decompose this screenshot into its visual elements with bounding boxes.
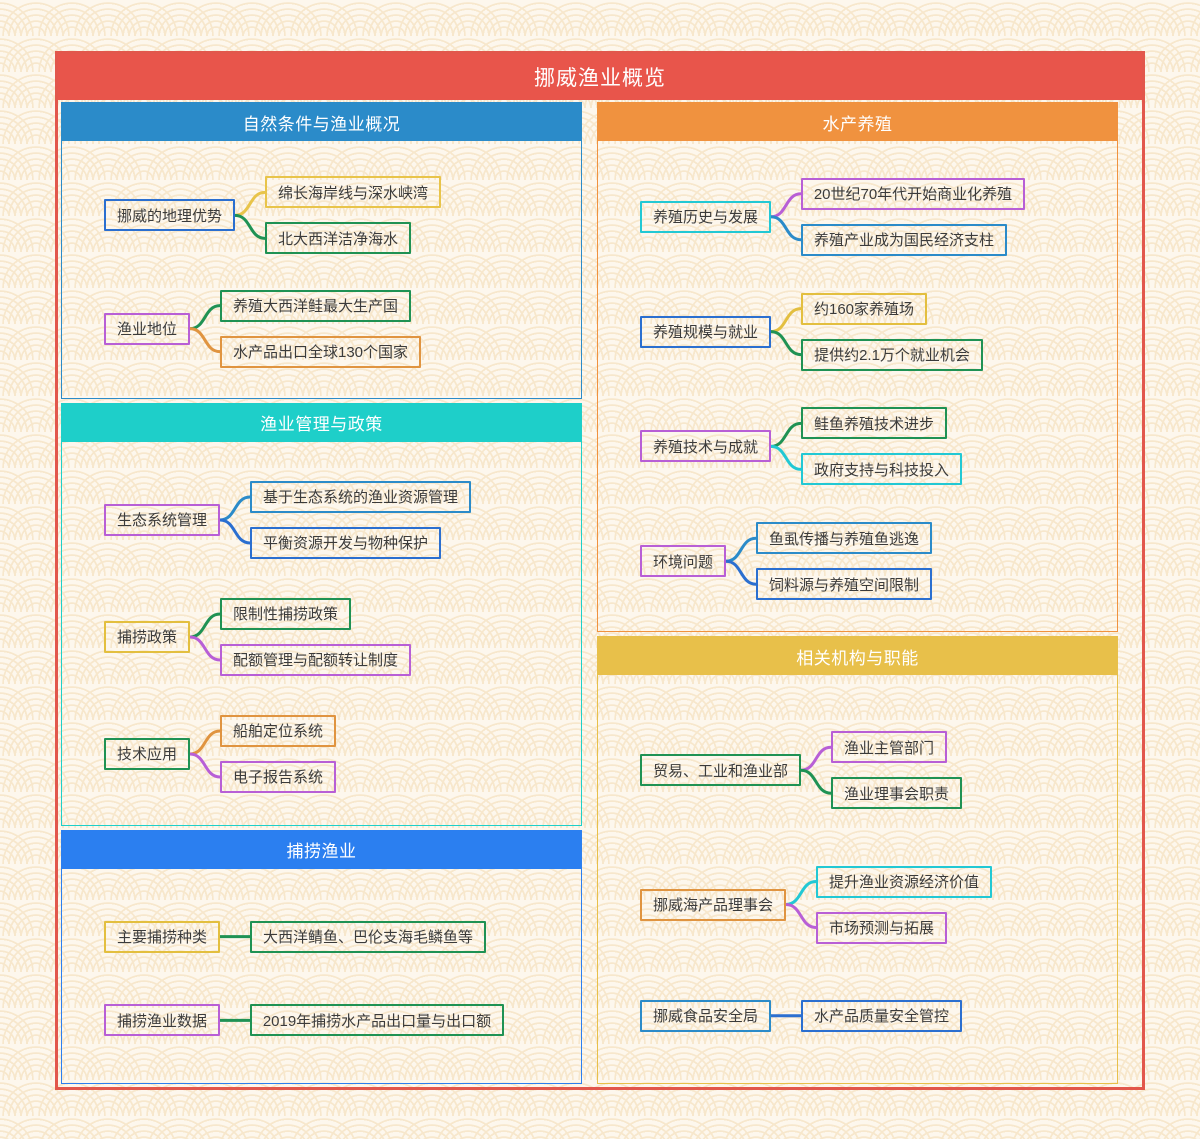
- connector-line: [188, 612, 222, 639]
- detail-node[interactable]: 鲑鱼养殖技术进步: [801, 407, 947, 440]
- section-institutions: 相关机构与职能贸易、工业和渔业部渔业主管部门渔业理事会职责挪威海产品理事会提升渔…: [597, 636, 1118, 1084]
- connector-line: [188, 752, 222, 779]
- section-body-capture-fishery: 主要捕捞种类大西洋鲭鱼、巴伦支海毛鳞鱼等捕捞渔业数据 2019年捕捞水产品出口量与…: [62, 869, 581, 1083]
- connector-line: [784, 903, 818, 930]
- left-column: 自然条件与渔业概况挪威的地理优势绵长海岸线与深水峡湾北大西洋洁净海水渔业地位养殖…: [58, 100, 585, 1087]
- connector-line: [233, 213, 267, 240]
- detail-node[interactable]: 政府支持与科技投入: [801, 453, 962, 486]
- section-natural-conditions: 自然条件与渔业概况挪威的地理优势绵长海岸线与深水峡湾北大西洋洁净海水渔业地位养殖…: [61, 102, 582, 399]
- connector-line: [769, 421, 803, 448]
- connector-lines: [218, 935, 252, 1022]
- detail-node[interactable]: 20世纪70年代开始商业化养殖: [801, 177, 1025, 210]
- detail-node[interactable]: 鱼虱传播与养殖鱼逃逸: [756, 522, 932, 555]
- detail-node[interactable]: 水产品出口全球130个国家: [220, 335, 421, 368]
- topic-node[interactable]: 生态系统管理: [104, 503, 220, 536]
- detail-node[interactable]: 电子报告系统: [220, 760, 336, 793]
- topic-node[interactable]: 挪威食品安全局: [640, 999, 771, 1032]
- connector-line: [724, 536, 758, 563]
- topic-node[interactable]: 养殖技术与成就: [640, 430, 771, 463]
- topic-node[interactable]: 贸易、工业和渔业部: [640, 754, 801, 787]
- detail-node[interactable]: 渔业主管部门: [831, 731, 947, 764]
- detail-node[interactable]: 养殖大西洋鲑最大生产国: [220, 289, 411, 322]
- section-header-natural-conditions: 自然条件与渔业概况: [62, 103, 581, 141]
- topic-node[interactable]: 挪威海产品理事会: [640, 888, 786, 921]
- topic-node[interactable]: 捕捞政策: [104, 620, 190, 653]
- connector-line: [799, 745, 833, 772]
- detail-node[interactable]: 大西洋鲭鱼、巴伦支海毛鳞鱼等: [250, 920, 486, 953]
- detail-node[interactable]: 配额管理与配额转让制度: [220, 643, 411, 676]
- topic-node[interactable]: 捕捞渔业数据: [104, 1004, 220, 1037]
- topic-node[interactable]: 挪威的地理优势: [104, 199, 235, 232]
- detail-node[interactable]: 饲料源与养殖空间限制: [756, 568, 932, 601]
- section-header-capture-fishery: 捕捞渔业: [62, 830, 581, 869]
- section-body-fishery-management: 生态系统管理基于生态系统的渔业资源管理平衡资源开发与物种保护捕捞政策限制性捕捞政…: [62, 442, 581, 825]
- topic-node[interactable]: 养殖历史与发展: [640, 200, 771, 233]
- detail-node[interactable]: 北大西洋洁净海水: [265, 222, 411, 255]
- connector-line: [784, 880, 818, 907]
- detail-node[interactable]: 提供约2.1万个就业机会: [801, 338, 983, 371]
- connector-line: [218, 495, 252, 522]
- connector-line: [799, 768, 833, 795]
- section-capture-fishery: 捕捞渔业主要捕捞种类大西洋鲭鱼、巴伦支海毛鳞鱼等捕捞渔业数据 2019年捕捞水产品…: [61, 829, 582, 1085]
- detail-node[interactable]: 水产品质量安全管控: [801, 999, 962, 1032]
- mindmap-columns: 自然条件与渔业概况挪威的地理优势绵长海岸线与深水峡湾北大西洋洁净海水渔业地位养殖…: [58, 100, 1142, 1087]
- detail-node[interactable]: 平衡资源开发与物种保护: [250, 526, 441, 559]
- detail-node[interactable]: 养殖产业成为国民经济支柱: [801, 223, 1007, 256]
- section-body-natural-conditions: 挪威的地理优势绵长海岸线与深水峡湾北大西洋洁净海水渔业地位养殖大西洋鲑最大生产国…: [62, 141, 581, 398]
- topic-node[interactable]: 环境问题: [640, 545, 726, 578]
- connector-line: [188, 729, 222, 756]
- connector-line: [724, 559, 758, 586]
- detail-node[interactable]: 2019年捕捞水产品出口量与出口额: [250, 1004, 504, 1037]
- connector-line: [769, 215, 803, 242]
- detail-node[interactable]: 船舶定位系统: [220, 714, 336, 747]
- section-fishery-management: 渔业管理与政策生态系统管理基于生态系统的渔业资源管理平衡资源开发与物种保护捕捞政…: [61, 402, 582, 826]
- detail-node[interactable]: 绵长海岸线与深水峡湾: [265, 176, 441, 209]
- section-body-aquaculture: 养殖历史与发展 20世纪70年代开始商业化养殖养殖产业成为国民经济支柱养殖规模与就…: [598, 141, 1117, 631]
- connector-line: [188, 327, 222, 354]
- detail-node[interactable]: 约160家养殖场: [801, 292, 927, 325]
- connector-line: [218, 518, 252, 545]
- connector-line: [769, 192, 803, 219]
- section-header-institutions: 相关机构与职能: [598, 637, 1117, 676]
- connector-line: [769, 330, 803, 357]
- detail-node[interactable]: 限制性捕捞政策: [220, 597, 351, 630]
- topic-node[interactable]: 主要捕捞种类: [104, 920, 220, 953]
- section-header-aquaculture: 水产养殖: [598, 103, 1117, 141]
- topic-node[interactable]: 养殖规模与就业: [640, 315, 771, 348]
- connector-line: [188, 304, 222, 331]
- connector-line: [233, 190, 267, 217]
- detail-node[interactable]: 市场预测与拓展: [816, 911, 947, 944]
- column-gap: [585, 100, 594, 1087]
- detail-node[interactable]: 基于生态系统的渔业资源管理: [250, 480, 471, 513]
- topic-node[interactable]: 渔业地位: [104, 312, 190, 345]
- connector-line: [769, 444, 803, 471]
- connector-line: [188, 635, 222, 662]
- connector-line: [769, 307, 803, 334]
- detail-node[interactable]: 提升渔业资源经济价值: [816, 865, 992, 898]
- topic-node[interactable]: 技术应用: [104, 737, 190, 770]
- page-title: 挪威渔业概览: [58, 54, 1142, 100]
- mindmap-frame: 挪威渔业概览 自然条件与渔业概况挪威的地理优势绵长海岸线与深水峡湾北大西洋洁净海…: [55, 51, 1145, 1090]
- section-header-fishery-management: 渔业管理与政策: [62, 403, 581, 442]
- detail-node[interactable]: 渔业理事会职责: [831, 777, 962, 810]
- section-body-institutions: 贸易、工业和渔业部渔业主管部门渔业理事会职责挪威海产品理事会提升渔业资源经济价值…: [598, 675, 1117, 1083]
